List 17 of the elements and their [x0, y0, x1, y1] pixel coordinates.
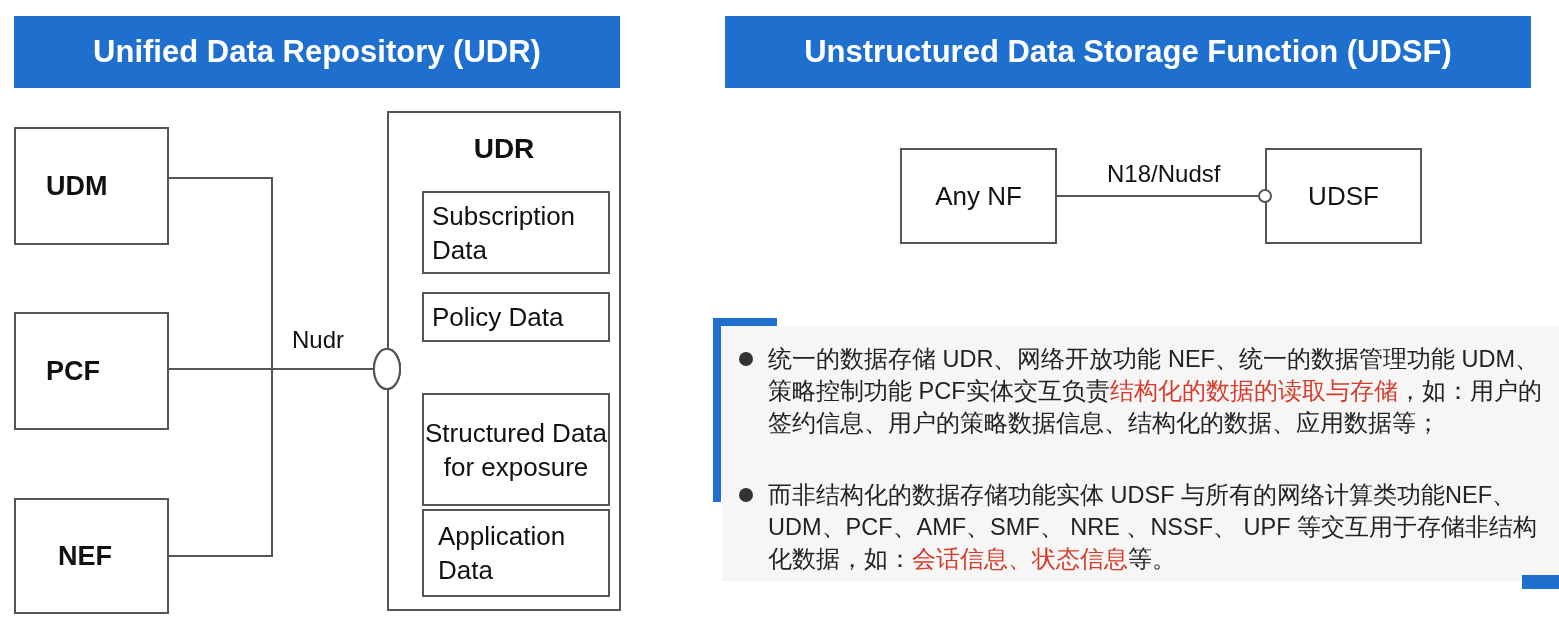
connector [168, 348, 401, 557]
data-box: Policy Data [422, 292, 610, 342]
network-function-box: Any NF [900, 148, 1057, 244]
connector [1056, 189, 1272, 203]
repository-box [387, 111, 621, 611]
data-box: Application Data [422, 509, 610, 597]
bullet-text: 统一的数据存储 UDR、网络开放功能 NEF、统一的数据管理功能 UDM、策略控制功能 PCF实体交互负责结构化的数据的读取与存储，如：用户的签约信息、用户的策略数据信息、结构化的数据、应用数据等； [768, 345, 1543, 438]
network-function-box: UDSF [1265, 148, 1422, 244]
bullet-text: 而非结构化的数据存储功能实体 UDSF 与所有的网络计算类功能NEF、UDM、PCF、AMF、SMF、 NRE 、NSSF、 UPF 等交互用于存储非结构化数据，如：会话信息、状态信息等。 [768, 481, 1539, 574]
data-box: Subscription Data [422, 191, 610, 274]
container-title: UDR [472, 133, 536, 165]
network-function-box: NEF [14, 498, 169, 614]
network-function-box: UDM [14, 127, 169, 245]
section-header: Unstructured Data Storage Function (UDSF) [725, 16, 1531, 88]
data-box: Structured Data for exposure [422, 393, 610, 506]
section-header: Unified Data Repository (UDR) [14, 16, 620, 88]
network-function-box: PCF [14, 312, 169, 430]
